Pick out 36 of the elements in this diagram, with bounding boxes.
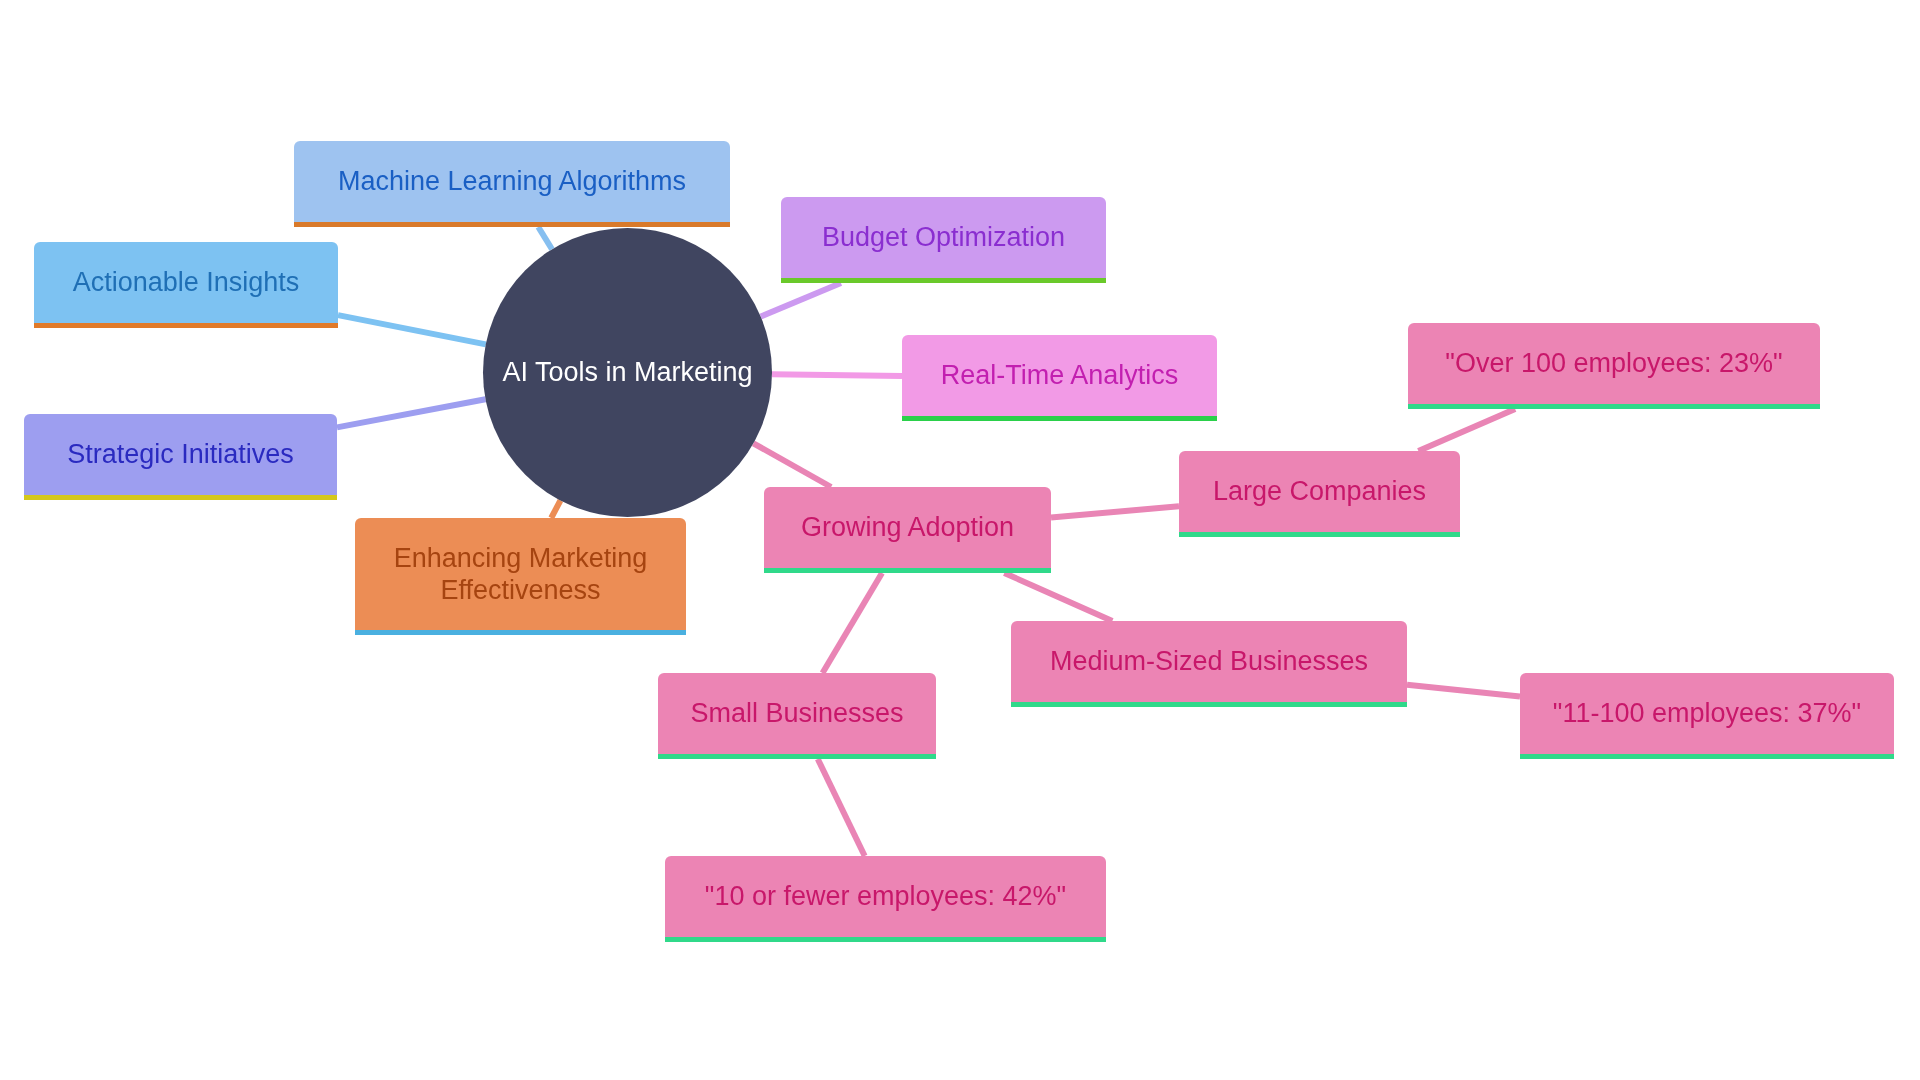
topic-box xyxy=(781,197,1106,283)
topic-box xyxy=(1179,451,1460,537)
topic-label: Large Companies xyxy=(1212,475,1427,508)
topic-box xyxy=(1011,621,1407,707)
connector-line xyxy=(1406,681,1521,700)
connector-line xyxy=(815,757,868,858)
topic-label: Machine Learning Algorithms xyxy=(337,165,687,198)
connector-line xyxy=(819,571,885,675)
topic-label: Real-Time Analytics xyxy=(940,359,1179,392)
topic-box xyxy=(34,242,338,328)
topic-label: AI Tools in Marketing xyxy=(502,356,753,389)
topic-label: "11-100 employees: 37%" xyxy=(1552,697,1862,730)
topic-label: Strategic Initiatives xyxy=(67,438,294,471)
topic-label: Growing Adoption xyxy=(800,511,1015,544)
topic-box xyxy=(902,335,1217,421)
topic-label: Actionable Insights xyxy=(72,266,300,299)
topic-label: Small Businesses xyxy=(690,697,904,730)
topic-box xyxy=(1408,323,1820,409)
topic-label: Medium-Sized Businesses xyxy=(1049,645,1369,678)
connector-line xyxy=(337,312,487,348)
topic-box xyxy=(24,414,337,500)
connector-line xyxy=(1050,503,1180,521)
topic-box xyxy=(764,487,1051,573)
topic-box xyxy=(1520,673,1894,759)
topic-label: Enhancing Marketing Effectiveness xyxy=(392,541,649,607)
topic-box xyxy=(658,673,936,759)
topic-box xyxy=(355,518,686,635)
topic-label: "10 or fewer employees: 42%" xyxy=(704,880,1067,913)
connector-line xyxy=(548,499,564,520)
connector-line xyxy=(771,371,903,379)
topic-box xyxy=(665,856,1106,942)
topic-label: Budget Optimization xyxy=(821,221,1066,254)
topic-box xyxy=(294,141,730,227)
topic-label: "Over 100 employees: 23%" xyxy=(1445,347,1783,380)
connector-line xyxy=(336,396,487,431)
connector-line xyxy=(535,225,555,251)
